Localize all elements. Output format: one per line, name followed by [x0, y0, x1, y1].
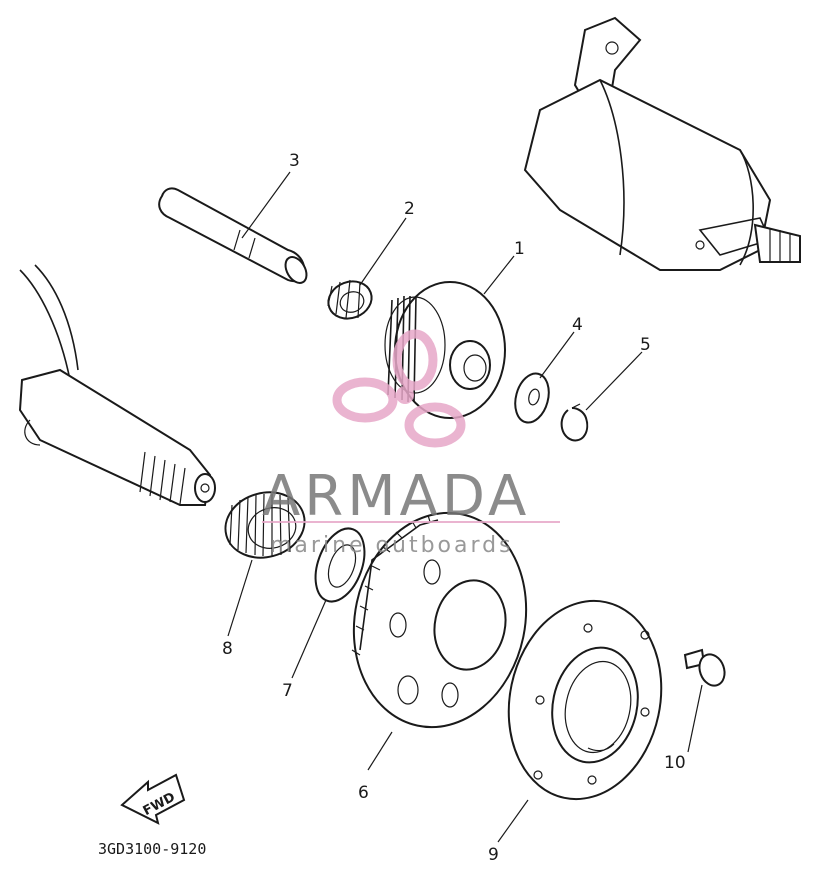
callout-2: 2 — [404, 199, 415, 219]
callout-1: 1 — [514, 239, 525, 259]
callouts: 1 2 3 4 5 6 7 8 9 10 — [222, 151, 686, 865]
part-9-one-way-clutch — [507, 599, 663, 801]
callout-6: 6 — [358, 783, 369, 803]
callout-7: 7 — [282, 681, 293, 701]
watermark-brand: ARMADA — [262, 464, 530, 529]
leader-lines — [227, 171, 703, 843]
part-5-circlip — [560, 403, 589, 442]
starter-motor — [523, 16, 801, 271]
callout-3: 3 — [289, 151, 300, 171]
crankshaft — [18, 264, 216, 506]
armada-watermark: ARMADA marine outboards — [262, 329, 560, 558]
callout-5: 5 — [640, 335, 651, 355]
callout-10: 10 — [664, 753, 686, 773]
part-8-needle-bearing — [224, 491, 306, 559]
part-6-starter-wheel — [351, 511, 528, 729]
fwd-arrow: FWD — [120, 773, 186, 825]
propeller-logo — [332, 329, 466, 448]
drawing-code: 3GD3100-9120 — [98, 840, 206, 858]
part-3-shaft — [158, 187, 308, 284]
part-7-washer — [314, 527, 366, 603]
watermark-subtitle: marine outboards — [270, 533, 514, 558]
callout-8: 8 — [222, 639, 233, 659]
part-2-needle-bearing — [327, 279, 373, 320]
callout-9: 9 — [488, 845, 499, 865]
part-10-bolt — [683, 648, 726, 687]
callout-4: 4 — [572, 315, 583, 335]
part-4-washer — [514, 372, 550, 424]
